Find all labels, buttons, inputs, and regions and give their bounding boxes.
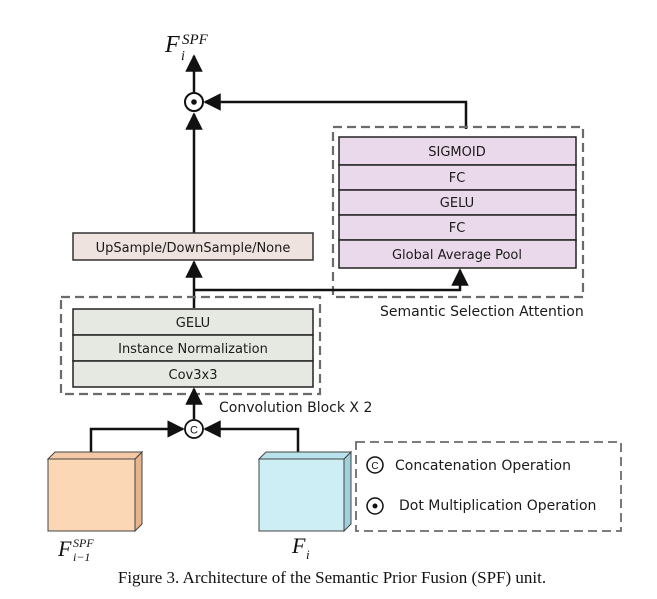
dot-multiplication-icon (184, 92, 204, 112)
attention-layer-sigmoid (338, 136, 577, 166)
output-label-sub: i (181, 49, 185, 64)
resample-label: UpSample/DownSample/None (96, 241, 291, 256)
legend-concat-icon (366, 456, 384, 474)
legend-concat: C Concatenation Operation (366, 456, 571, 474)
current-label-sub: i (306, 547, 310, 562)
conv-block-frame (59, 295, 322, 396)
prev-feature-label: F SPF i−1 (57, 536, 94, 564)
attention-layer-gelu (338, 189, 577, 216)
attention-layer-label: GELU (440, 196, 474, 211)
prev-feature-cube (46, 450, 144, 533)
prev-label-base: F (57, 536, 72, 561)
attention-layer-gap (338, 239, 577, 269)
legend-concat-label: Concatenation Operation (395, 458, 571, 474)
conv-block-title: Convolution Block X 2 (219, 400, 372, 416)
conv-layer-label: GELU (176, 316, 210, 331)
resample-box (72, 232, 314, 261)
conv-layer-label: Cov3x3 (169, 368, 218, 383)
prev-label-sub: i−1 (73, 550, 90, 564)
conv-layer-gelu (72, 308, 314, 336)
attention-stack: SIGMOID FC GELU FC Global Average Pool (338, 136, 577, 269)
legend-dot: Dot Multiplication Operation (366, 497, 596, 515)
prev-label-sup: SPF (73, 536, 94, 550)
concat-symbol: C (190, 425, 198, 437)
conv-layer-conv (72, 360, 314, 388)
legend-dot-label: Dot Multiplication Operation (399, 498, 596, 514)
current-feature-label: F i (291, 533, 310, 562)
conv-stack: GELU Instance Normalization Cov3x3 (72, 308, 314, 388)
output-label-sup: SPF (182, 32, 209, 48)
conv-layer-norm (72, 334, 314, 362)
branch-to-attention-arrow (194, 268, 469, 292)
attention-output-arrow (203, 93, 468, 129)
prev-feature-arrow (89, 420, 185, 455)
conv-layer-label: Instance Normalization (118, 342, 268, 357)
output-feature-label: F SPF i (164, 32, 209, 64)
current-feature-cube (257, 450, 353, 533)
attention-layer-label: Global Average Pool (392, 248, 522, 263)
attention-title: Semantic Selection Attention (380, 304, 584, 320)
current-label-base: F (291, 533, 306, 558)
attention-layer-label: SIGMOID (428, 145, 485, 160)
figure-caption: Figure 3. Architecture of the Semantic P… (118, 568, 546, 587)
legend-concat-symbol: C (371, 461, 378, 472)
attention-layer-label: FC (449, 221, 466, 236)
concatenation-icon: C (184, 419, 204, 439)
legend-frame (355, 441, 622, 532)
current-feature-arrow (203, 420, 300, 455)
attention-layer-label: FC (449, 171, 466, 186)
output-label-base: F (164, 32, 180, 58)
attention-layer-fc-bottom (338, 214, 577, 241)
